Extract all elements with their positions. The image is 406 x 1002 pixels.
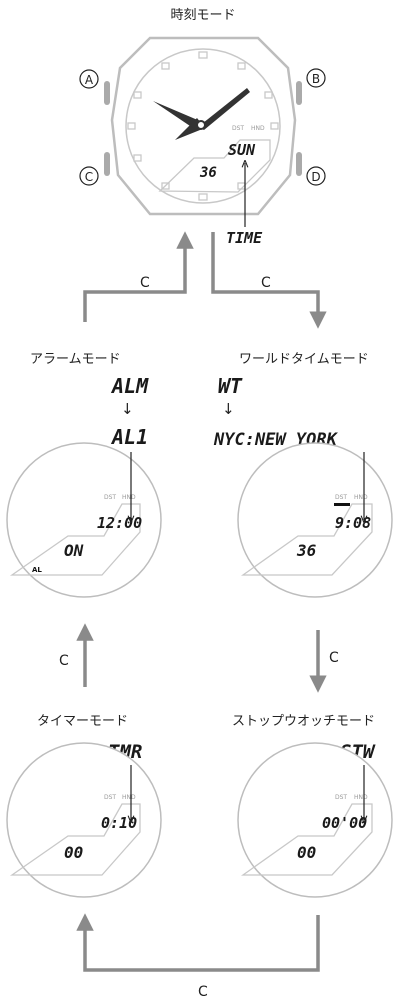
label-c: C	[79, 166, 99, 186]
svg-text:HND: HND	[122, 794, 136, 801]
alarm-code2: AL1	[110, 425, 148, 449]
world-arrow: ↓	[222, 400, 235, 418]
svg-text:D: D	[311, 170, 320, 184]
alarm-arrow: ↓	[121, 400, 134, 418]
svg-text:DST: DST	[104, 494, 116, 501]
alarm-watch: DST HND 12:00 ON AL	[6, 442, 162, 598]
svg-text:C: C	[85, 170, 93, 184]
timer-watch-face	[6, 742, 162, 898]
alarm-state-display: ON	[64, 541, 84, 560]
alarm-mode-title: アラームモード	[30, 352, 121, 367]
timer-watch: DST HND 0:10 00	[6, 742, 162, 898]
stopwatch-time-display: 00'00	[322, 814, 367, 832]
button-a-pusher[interactable]	[104, 81, 110, 105]
hour-markers	[127, 51, 279, 201]
svg-text:HND: HND	[354, 794, 368, 801]
world-lcd-window	[240, 503, 373, 576]
time-mode-title: 時刻モード	[170, 8, 235, 23]
world-mode-title: ワールドタイムモード	[239, 352, 369, 367]
arrow-time-to-world	[211, 232, 327, 329]
time-lcd-window	[158, 139, 271, 193]
c-label-top-right: C	[261, 275, 271, 291]
time-day-display: SUN	[228, 141, 256, 159]
alarm-indicator: AL	[32, 566, 42, 574]
arrow-stopwatch-to-timer	[76, 913, 320, 972]
stopwatch-watch: DST HND 00'00 00	[237, 742, 393, 898]
svg-text:DST: DST	[104, 794, 116, 801]
timer-mode-title: タイマーモード	[37, 714, 128, 729]
dst-label: DST	[232, 125, 244, 132]
timer-seconds-display: 00	[64, 843, 83, 862]
dst-indicator-bar	[334, 503, 350, 506]
main-watch: DST HND SUN 36	[104, 36, 302, 216]
hand-pivot	[196, 120, 206, 130]
minute-hand	[153, 101, 200, 130]
stopwatch-lcd-window	[240, 803, 373, 876]
world-watch-face	[237, 442, 393, 598]
c-label-bottom: C	[198, 984, 208, 1000]
label-a: A	[79, 69, 99, 89]
button-d-pusher[interactable]	[296, 152, 302, 176]
svg-text:DST: DST	[335, 494, 347, 501]
time-callout: TIME	[226, 229, 263, 247]
button-b-pusher[interactable]	[296, 81, 302, 105]
hnd-label: HND	[251, 125, 265, 132]
svg-text:A: A	[85, 73, 94, 87]
c-label-top-left: C	[140, 275, 150, 291]
svg-text:HND: HND	[122, 494, 136, 501]
svg-text:DST: DST	[335, 794, 347, 801]
label-b: B	[306, 68, 326, 88]
world-watch: DST HND 9:08 36	[237, 442, 393, 598]
alarm-code1: ALM	[110, 374, 149, 398]
second-hand	[198, 88, 250, 130]
world-code1: WT	[218, 374, 243, 398]
timer-time-display: 0:10	[101, 814, 137, 832]
time-seconds-display: 36	[199, 165, 217, 181]
c-label-mid-left: C	[59, 653, 69, 669]
world-time-display: 9:08	[335, 514, 371, 532]
label-d: D	[306, 166, 326, 186]
button-c-pusher[interactable]	[104, 152, 110, 176]
stopwatch-seconds-display: 00	[297, 843, 316, 862]
svg-text:B: B	[312, 72, 320, 86]
alarm-time-display: 12:00	[97, 514, 142, 532]
c-label-mid-right: C	[329, 650, 339, 666]
stopwatch-watch-face	[237, 742, 393, 898]
alarm-watch-face	[6, 442, 162, 598]
world-seconds-display: 36	[296, 541, 317, 560]
svg-text:HND: HND	[354, 494, 368, 501]
stopwatch-mode-title: ストップウオッチモード	[232, 714, 375, 729]
arrow-alarm-to-time	[83, 231, 194, 322]
